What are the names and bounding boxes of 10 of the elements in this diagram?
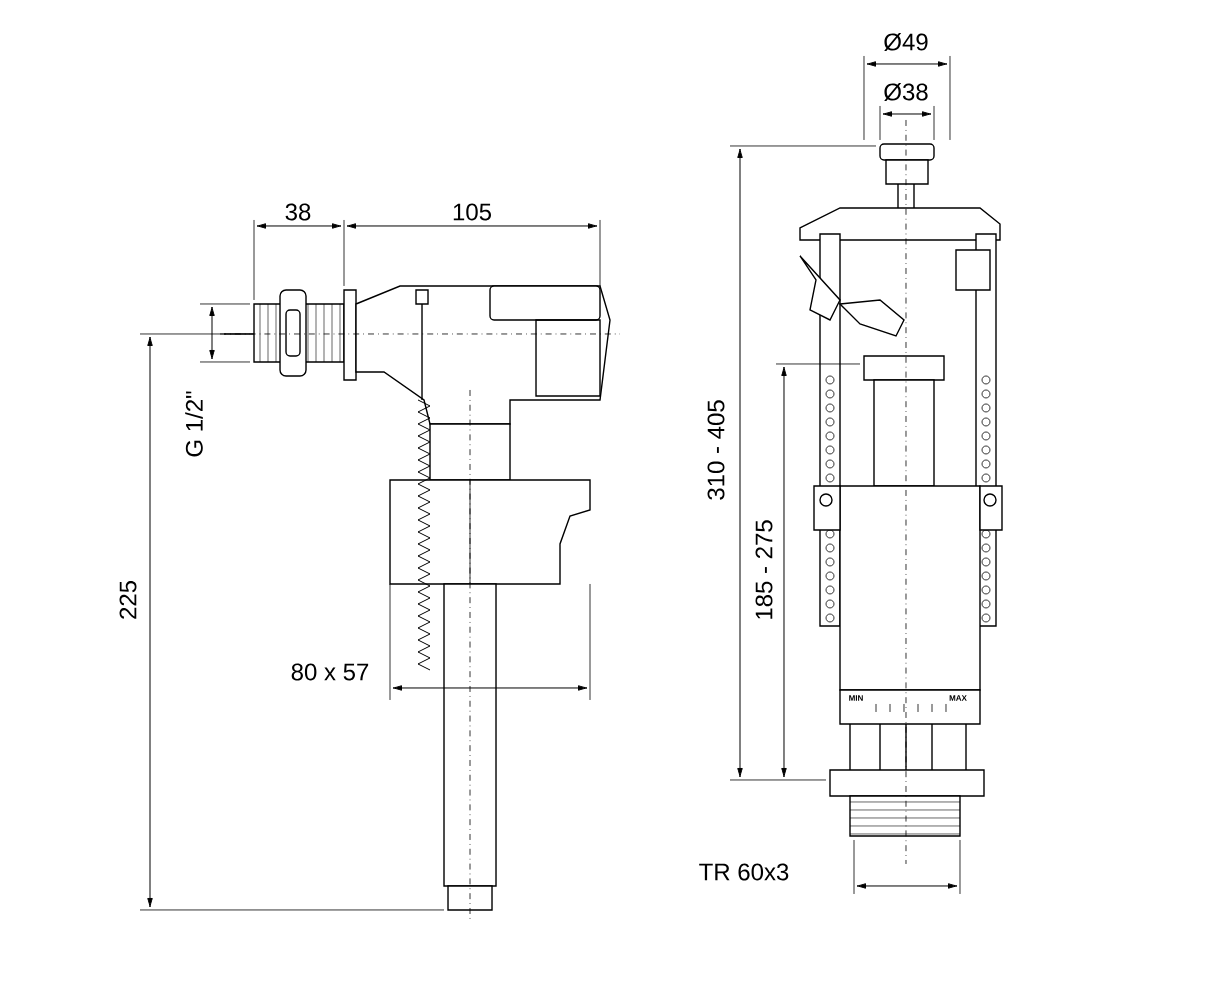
dimension-label: G 1/2": [183, 388, 205, 460]
dimension-label: 310 - 405: [705, 397, 727, 503]
dimension-label: TR 60x3: [696, 861, 792, 883]
dimension-label: 225: [117, 577, 139, 622]
dimension-label: 38: [282, 201, 314, 223]
dimension-label: Ø49: [881, 31, 931, 53]
dimension-label: Ø38: [881, 81, 931, 103]
dimension-label: 80 x 57: [288, 661, 372, 683]
dimension-label: 185 - 275: [753, 517, 775, 623]
dimension-label: 105: [450, 201, 495, 223]
